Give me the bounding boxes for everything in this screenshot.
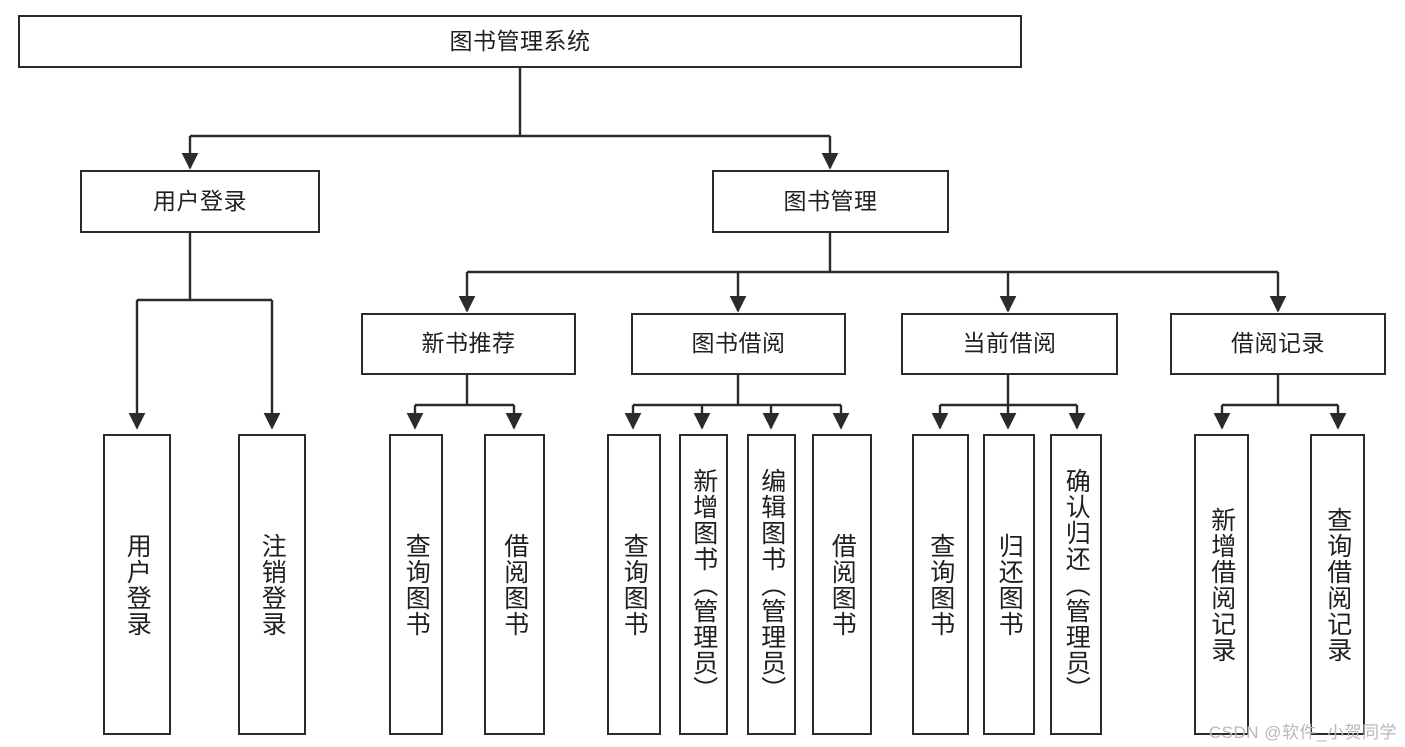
node-user-login[interactable]: 用户登录	[80, 170, 320, 233]
node-leaf-return-book[interactable]: 归还图书	[983, 434, 1035, 735]
node-new-book-recommend[interactable]: 新书推荐	[361, 313, 576, 375]
node-leaf-query-book-1[interactable]: 查询图书	[389, 434, 443, 735]
node-leaf-query-record-label: 查询借阅记录	[1323, 506, 1352, 663]
node-leaf-edit-book[interactable]: 编辑图书（管理员）	[747, 434, 796, 735]
node-current-borrow-label: 当前借阅	[962, 330, 1057, 357]
node-root[interactable]: 图书管理系统	[18, 15, 1022, 68]
node-leaf-logout-login-label: 注销登录	[258, 532, 287, 637]
node-leaf-borrow-book-1[interactable]: 借阅图书	[484, 434, 545, 735]
node-user-login-label: 用户登录	[153, 187, 247, 214]
node-leaf-add-record[interactable]: 新增借阅记录	[1194, 434, 1249, 735]
node-book-management[interactable]: 图书管理	[712, 170, 949, 233]
node-leaf-confirm-return[interactable]: 确认归还（管理员）	[1050, 434, 1102, 735]
node-new-book-recommend-label: 新书推荐	[421, 330, 516, 357]
node-book-borrow-label: 图书借阅	[691, 330, 786, 357]
node-current-borrow[interactable]: 当前借阅	[901, 313, 1118, 375]
node-leaf-return-book-label: 归还图书	[995, 532, 1024, 637]
node-leaf-query-record[interactable]: 查询借阅记录	[1310, 434, 1365, 735]
node-book-borrow[interactable]: 图书借阅	[631, 313, 846, 375]
node-leaf-query-book-3-label: 查询图书	[926, 532, 955, 637]
node-leaf-borrow-book-2-label: 借阅图书	[828, 532, 857, 637]
node-leaf-user-login-label: 用户登录	[123, 532, 152, 637]
node-leaf-confirm-return-label: 确认归还（管理员）	[1062, 467, 1091, 702]
node-leaf-edit-book-label: 编辑图书（管理员）	[757, 467, 786, 702]
node-leaf-add-book[interactable]: 新增图书（管理员）	[679, 434, 728, 735]
node-leaf-query-book-2-label: 查询图书	[620, 532, 649, 637]
node-leaf-add-record-label: 新增借阅记录	[1207, 506, 1236, 663]
node-leaf-query-book-3[interactable]: 查询图书	[912, 434, 969, 735]
node-root-label: 图书管理系统	[449, 27, 591, 54]
node-leaf-borrow-book-1-label: 借阅图书	[500, 532, 529, 637]
node-leaf-add-book-label: 新增图书（管理员）	[689, 467, 718, 702]
node-leaf-query-book-1-label: 查询图书	[402, 532, 431, 637]
node-leaf-query-book-2[interactable]: 查询图书	[607, 434, 661, 735]
node-leaf-logout-login[interactable]: 注销登录	[238, 434, 306, 735]
node-book-management-label: 图书管理	[783, 187, 878, 214]
node-borrow-record-label: 借阅记录	[1231, 330, 1325, 357]
node-borrow-record[interactable]: 借阅记录	[1170, 313, 1386, 375]
node-leaf-borrow-book-2[interactable]: 借阅图书	[812, 434, 872, 735]
node-leaf-user-login[interactable]: 用户登录	[103, 434, 171, 735]
